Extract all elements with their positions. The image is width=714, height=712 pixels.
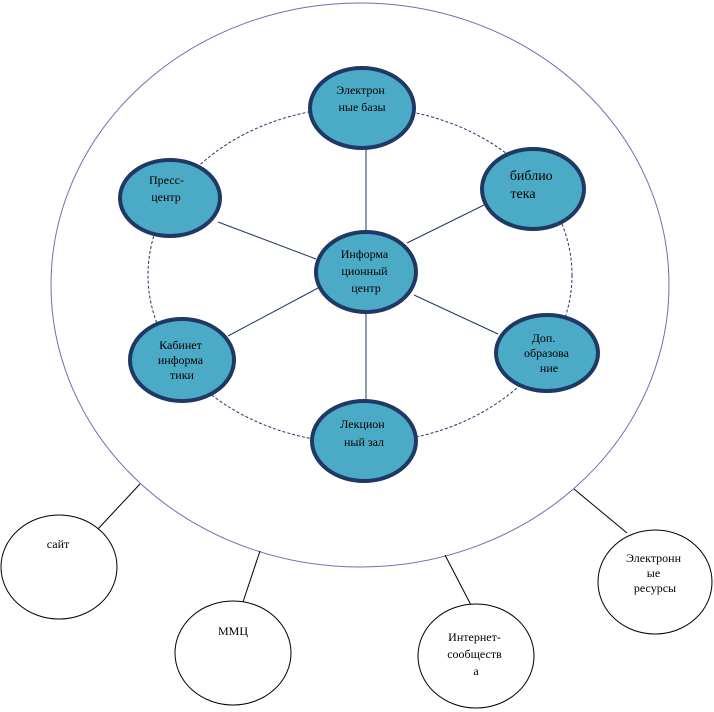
node-press-center[interactable]: Пресс- центр [118, 158, 222, 238]
outer-node-mmc-label: ММЦ [218, 624, 248, 638]
outer-node-site[interactable]: сайт [0, 514, 118, 620]
outer-node-electronic-resources-label: Электронн ые ресурсы [626, 551, 684, 595]
outer-node-internet-communities-label: Интернет- сообществ а [447, 630, 505, 678]
outer-node-mmc[interactable]: ММЦ [174, 600, 292, 706]
spoke-to-press-center [217, 221, 317, 260]
connector-mmc [241, 550, 261, 606]
node-library-shape [480, 147, 586, 231]
node-press-center-label: Пресс- центр [149, 173, 187, 204]
node-library[interactable]: библио тека [480, 147, 586, 231]
node-lecture-hall[interactable]: Лекцион ный зал [310, 399, 418, 483]
spoke-to-informatics-room [227, 287, 319, 337]
node-additional-education[interactable]: Доп. образова ние [494, 313, 600, 393]
center-node[interactable]: Информа ционный центр [314, 230, 418, 314]
outer-node-mmc-shape [174, 600, 292, 706]
node-informatics-room-label: Кабинет информа тики [158, 338, 206, 382]
node-informatics-room-shape [128, 317, 236, 403]
connector-electronic-resources [573, 488, 628, 534]
outer-node-internet-communities-shape [417, 603, 535, 709]
outer-node-internet-communities[interactable]: Интернет- сообществ а [417, 603, 535, 709]
node-library-label: библио тека [510, 169, 556, 202]
spoke-to-library [406, 204, 485, 244]
node-electronic-databases[interactable]: Электрон ные базы [308, 66, 416, 150]
spoke-to-additional-education [413, 294, 499, 335]
center-node-shape [314, 230, 418, 314]
center-node-label: Информа ционный центр [341, 247, 392, 295]
node-additional-education-shape [494, 313, 600, 393]
outer-node-site-label: сайт [47, 537, 70, 551]
outer-node-electronic-resources-shape [597, 529, 713, 635]
node-informatics-room[interactable]: Кабинет информа тики [128, 317, 236, 403]
outer-node-site-shape [0, 514, 118, 620]
node-additional-education-label: Доп. образова ние [524, 331, 572, 375]
connector-internet-communities [444, 554, 473, 608]
node-lecture-hall-shape [310, 399, 418, 483]
connector-site [96, 483, 141, 531]
node-lecture-hall-label: Лекцион ный зал [340, 417, 387, 449]
node-electronic-databases-shape [308, 66, 416, 150]
node-electronic-databases-label: Электрон ные базы [336, 83, 388, 114]
outer-node-electronic-resources[interactable]: Электронн ые ресурсы [597, 529, 713, 635]
node-press-center-shape [118, 158, 222, 238]
outer-ring [50, 2, 670, 568]
